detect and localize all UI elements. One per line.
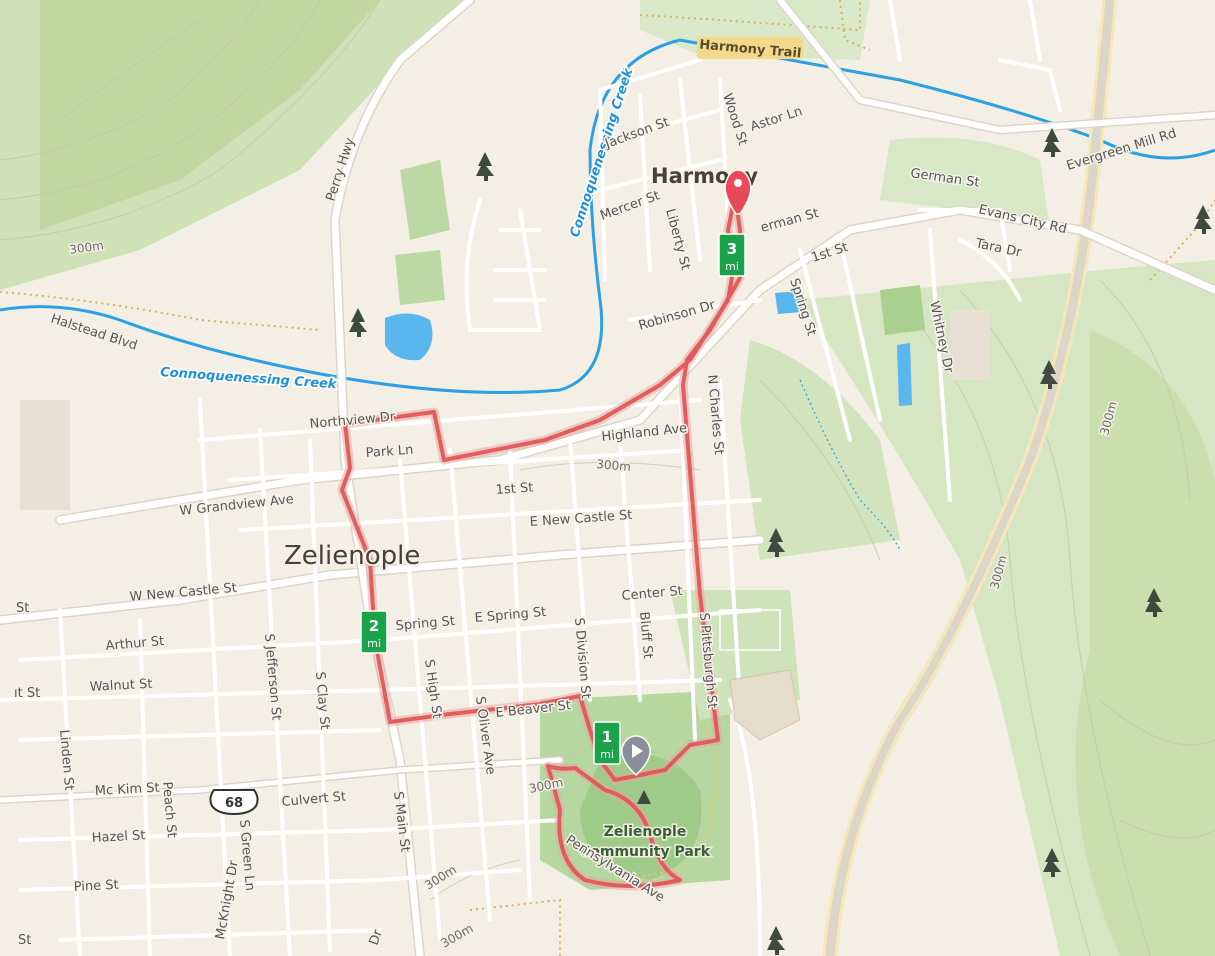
street-label: Mc Kim St [94,781,159,799]
contour-line [1119,819,1215,839]
minor-streets [0,0,1062,956]
street-label: S Main St [390,791,412,853]
contour-line [59,19,201,121]
contour-line [1099,699,1215,746]
harmony-trail-label: Harmony Trail [697,37,803,61]
contour-line [899,299,1091,956]
contour-label: 300m [68,238,104,257]
contour-line [0,0,321,201]
field-1 [400,160,450,240]
street-label: S Clay St [312,671,332,730]
mile-marker-number: 1 [602,728,612,746]
terrain-northwest-high [40,0,380,230]
activity-route [337,190,745,891]
street-label: Park Ln [365,443,414,461]
terrain-east-high [1075,330,1215,956]
street-label: Arthur St [105,634,165,654]
pond-east [775,291,802,314]
street-label: Peach St [159,781,179,838]
street-label: Bluff St [636,611,655,659]
stream [799,379,901,551]
highway-i79 [822,0,1118,956]
trail-path [1149,199,1215,281]
street-label: Pine St [73,878,119,895]
mile-marker-unit: mi [725,260,739,273]
building [20,400,70,510]
trail-path [469,898,561,956]
contour-line [0,0,261,161]
play-icon[interactable] [621,735,651,777]
contour-line [519,462,701,471]
harmony-trail-path [639,0,861,32]
street-label: St [18,933,31,948]
street-label: Linden St [56,729,76,791]
street-label: Spring St [395,614,456,634]
connoquenessing-creek [0,38,1215,394]
street-label: St [16,601,29,616]
park-building [729,669,801,741]
mile-marker-number: 3 [727,240,737,258]
street-label: 1st St [495,480,534,498]
mile-marker-unit: mi [600,748,614,761]
mile-marker-1[interactable]: 1 mi [593,721,621,765]
contour-line [759,379,881,561]
street-label: Walnut St [89,677,152,695]
terrain-harmony-east [880,137,1050,230]
contour-line [959,289,1151,956]
contour-line [0,0,381,241]
contour-line [1099,279,1191,501]
route-shield-label: 68 [225,796,243,811]
trail-path [839,0,871,51]
sports-field [719,609,781,651]
field-2 [395,250,445,305]
route-68-shield: 68 [209,789,259,816]
street-label: Hazel St [91,828,145,846]
street-label: Center St [621,584,683,604]
tree-icon [349,128,1212,955]
pond-west [385,313,433,361]
pond-narrow [897,343,912,406]
place-label-zelienople: Zelienople [284,541,420,571]
mile-marker-3[interactable]: 3 mi [718,233,746,277]
mile-marker-unit: mi [367,637,381,650]
building [950,310,990,380]
contour-label: 300m [596,457,632,474]
street-label: Culvert St [281,789,347,810]
mile-marker-number: 2 [369,617,379,635]
park-label-line1: Zelienople [604,824,687,840]
mile-marker-2[interactable]: 2 mi [360,610,388,654]
field-3 [880,285,925,335]
street-label: ıt St [14,686,40,701]
park-label-line2: Community Park [580,844,711,860]
map-pin-icon[interactable] [724,169,752,215]
